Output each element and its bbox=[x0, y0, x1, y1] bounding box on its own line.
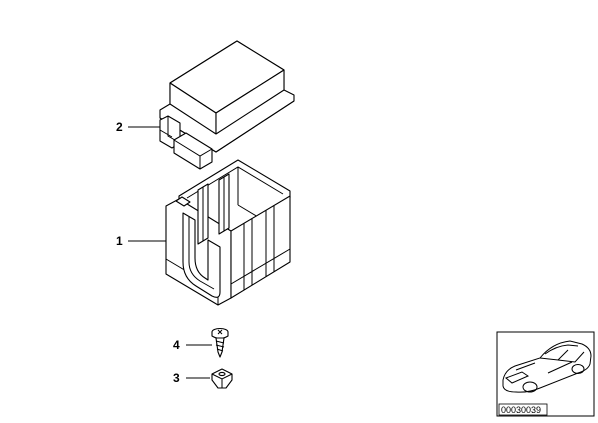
callout-2-label: 2 bbox=[116, 120, 123, 134]
vehicle-thumbnail[interactable]: 00030039 bbox=[496, 331, 595, 417]
callout-1-label: 1 bbox=[116, 234, 123, 248]
clip-nut[interactable] bbox=[211, 368, 233, 389]
callout-3-label: 3 bbox=[173, 371, 180, 385]
self-tapping-screw[interactable] bbox=[211, 327, 229, 358]
callout-4-label: 4 bbox=[173, 338, 180, 352]
fuse-box-cover[interactable] bbox=[159, 40, 295, 170]
callout-1: 1 bbox=[116, 234, 166, 248]
thumbnail-code: 00030039 bbox=[501, 405, 541, 415]
car-sedan-icon bbox=[502, 340, 592, 393]
fuse-box-housing[interactable] bbox=[165, 159, 291, 306]
callout-2: 2 bbox=[116, 120, 160, 134]
callout-4: 4 bbox=[173, 338, 212, 352]
callout-3: 3 bbox=[173, 371, 210, 385]
